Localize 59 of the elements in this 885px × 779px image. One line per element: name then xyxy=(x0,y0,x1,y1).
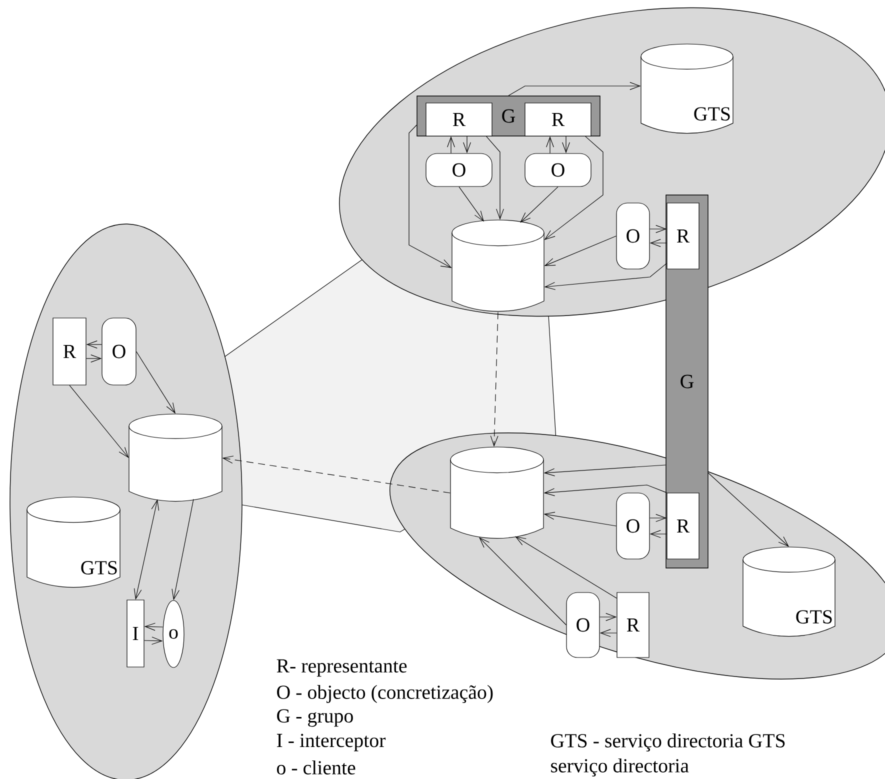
cylinder: GTS xyxy=(26,496,120,588)
cylinder xyxy=(452,220,544,312)
cylinder xyxy=(128,414,222,502)
legend-text: G - grupo xyxy=(277,709,353,727)
double-arrow xyxy=(134,499,160,600)
arrow xyxy=(544,136,604,240)
arrow xyxy=(458,186,484,222)
box-node: R xyxy=(666,492,700,560)
arrow xyxy=(486,136,504,220)
cylinder xyxy=(450,446,544,539)
oval-node: o xyxy=(162,600,184,668)
dashed-arrow xyxy=(490,312,498,447)
arrow xyxy=(86,340,102,348)
rounded-box: O xyxy=(616,202,650,270)
arrow xyxy=(69,385,129,458)
box-node: R xyxy=(524,102,592,136)
arrow xyxy=(508,82,641,96)
legend-text: R- representante xyxy=(276,659,407,677)
box-node: R xyxy=(616,592,650,658)
arrow xyxy=(544,512,616,526)
arrow xyxy=(544,484,667,496)
arrow xyxy=(650,239,667,247)
arrow xyxy=(544,464,666,476)
arrow xyxy=(562,136,570,154)
legend-text: O - objecto (concretização) xyxy=(277,684,493,704)
cylinder: GTS xyxy=(742,546,836,637)
box-node: R xyxy=(426,102,492,136)
arrow xyxy=(544,236,616,266)
arrow xyxy=(447,136,455,154)
cylinder: GTS xyxy=(640,44,734,134)
box-node: I xyxy=(126,600,144,668)
legend-text: I - interceptor xyxy=(276,734,386,752)
arrow xyxy=(546,136,554,154)
arrow xyxy=(136,351,176,414)
dashed-arrow xyxy=(222,456,451,494)
arrow xyxy=(650,514,667,522)
rounded-box: O xyxy=(426,153,492,187)
arrow xyxy=(144,636,163,645)
legend-text: o - cliente xyxy=(277,760,356,774)
arrow xyxy=(172,498,194,600)
rounded-box: O xyxy=(616,492,650,560)
arrow xyxy=(86,354,102,362)
arrow xyxy=(650,530,667,538)
box-node: R xyxy=(52,318,86,386)
rounded-box: O xyxy=(102,318,136,386)
rounded-box: O xyxy=(524,153,592,187)
rounded-box: O xyxy=(566,592,600,658)
arrow xyxy=(600,613,617,621)
arrow xyxy=(515,536,617,598)
arrow xyxy=(144,622,163,631)
arrow xyxy=(520,186,558,223)
arrow xyxy=(463,136,471,154)
legend-text: GTS - serviço directoria GTS xyxy=(551,733,785,752)
arrow xyxy=(650,225,667,233)
arrow xyxy=(408,124,452,268)
legend-text: serviço directoria xyxy=(551,758,689,777)
arrow xyxy=(544,263,667,290)
box-node: R xyxy=(666,202,700,270)
arrow xyxy=(600,629,617,637)
